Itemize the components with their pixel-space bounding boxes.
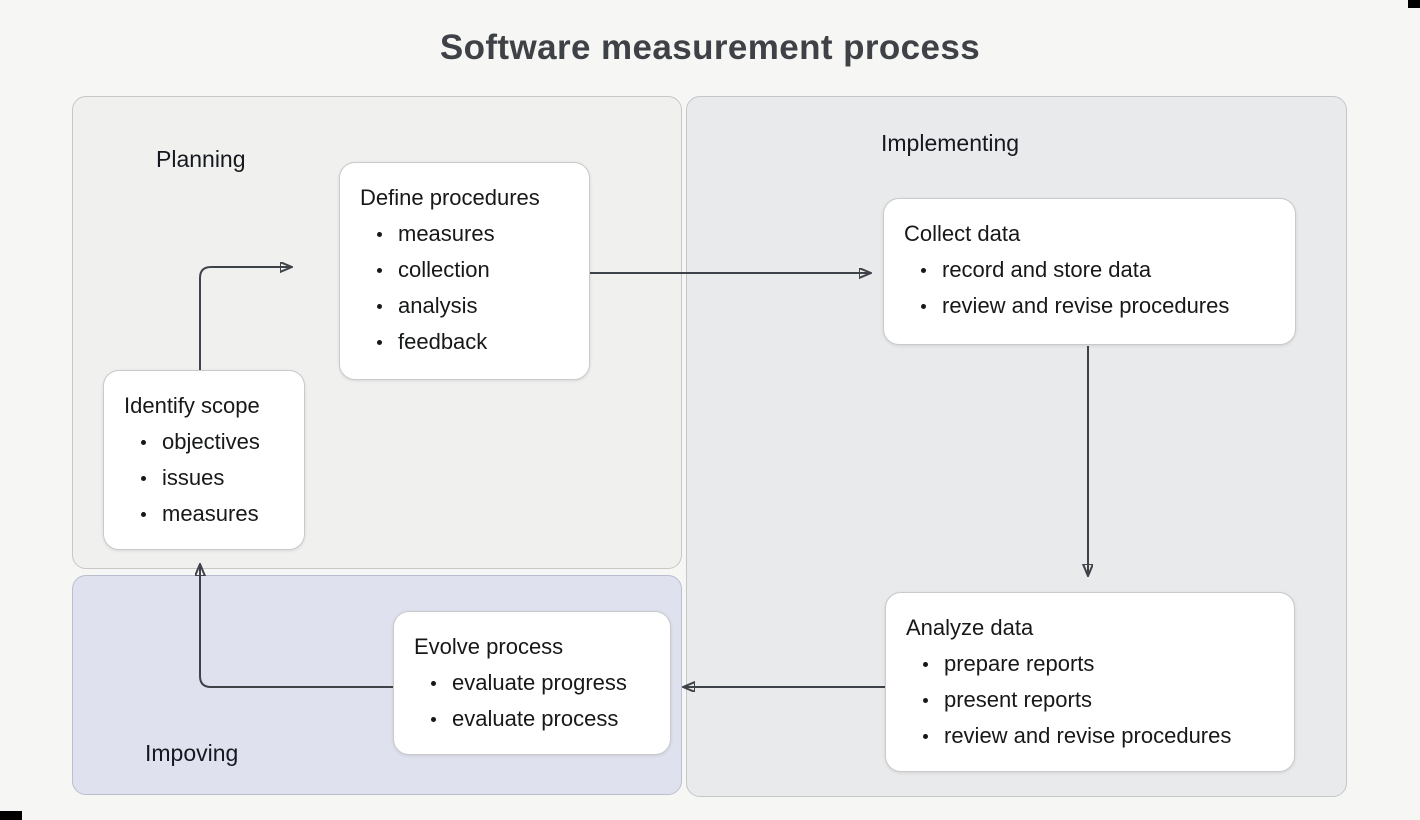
list-item: objectives (124, 424, 284, 460)
node-title: Collect data (904, 221, 1021, 246)
list-item: record and store data (904, 252, 1275, 288)
list-item-text: issues (162, 465, 225, 490)
node-collect-data[interactable]: Collect data record and store data revie… (883, 198, 1296, 345)
list-item-text: evaluate progress (452, 670, 627, 695)
bullet-dot-icon (377, 231, 382, 237)
list-item: review and revise procedures (906, 718, 1274, 754)
bullet-dot-icon (377, 267, 382, 273)
list-item: present reports (906, 682, 1274, 718)
node-identify-scope[interactable]: Identify scope objectives issues measure… (103, 370, 305, 550)
bullet-dot-icon (923, 733, 928, 739)
node-title: Evolve process (414, 634, 564, 659)
list-item-text: evaluate process (452, 706, 619, 731)
node-list: evaluate progress evaluate process (414, 665, 650, 737)
list-item-text: feedback (398, 329, 488, 354)
list-item-text: review and revise procedures (942, 293, 1230, 318)
list-item-text: prepare reports (944, 651, 1095, 676)
region-improving-label: Impoving (145, 740, 239, 766)
list-item-text: present reports (944, 687, 1092, 712)
list-item-text: measures (398, 221, 495, 246)
bullet-dot-icon (921, 267, 926, 273)
list-item: collection (360, 252, 569, 288)
node-define-procedures[interactable]: Define procedures measures collection an… (339, 162, 590, 380)
node-analyze-data[interactable]: Analyze data prepare reports present rep… (885, 592, 1295, 772)
node-title: Identify scope (124, 393, 260, 418)
node-title: Analyze data (906, 615, 1034, 640)
bullet-dot-icon (141, 511, 146, 517)
list-item: analysis (360, 288, 569, 324)
node-title: Define procedures (360, 185, 540, 210)
list-item-text: objectives (162, 429, 260, 454)
bullet-dot-icon (923, 697, 928, 703)
list-item-text: collection (398, 257, 490, 282)
region-planning-label: Planning (156, 146, 246, 172)
page-title: Software measurement process (439, 28, 981, 67)
bullet-dot-icon (431, 716, 436, 722)
list-item: measures (124, 496, 284, 532)
node-evolve-process[interactable]: Evolve process evaluate progress evaluat… (393, 611, 671, 755)
node-list: prepare reports present reports review a… (906, 646, 1274, 754)
bullet-dot-icon (377, 339, 382, 345)
node-list: objectives issues measures (124, 424, 284, 532)
bullet-dot-icon (141, 439, 146, 445)
screen-artifact-top-right (1408, 0, 1420, 8)
list-item: review and revise procedures (904, 288, 1275, 324)
bullet-dot-icon (141, 475, 146, 481)
bullet-dot-icon (377, 303, 382, 309)
node-list: measures collection analysis feedback (360, 216, 569, 360)
list-item-text: record and store data (942, 257, 1152, 282)
bullet-dot-icon (431, 680, 436, 686)
bullet-dot-icon (921, 303, 926, 309)
node-list: record and store data review and revise … (904, 252, 1275, 324)
list-item-text: review and revise procedures (944, 723, 1232, 748)
bullet-dot-icon (923, 661, 928, 667)
list-item: feedback (360, 324, 569, 360)
list-item: evaluate progress (414, 665, 650, 701)
list-item: prepare reports (906, 646, 1274, 682)
region-implementing-label: Implementing (881, 130, 1020, 156)
list-item: measures (360, 216, 569, 252)
list-item-text: measures (162, 501, 259, 526)
screen-artifact-bottom-left (0, 811, 22, 820)
list-item-text: analysis (398, 293, 478, 318)
list-item: evaluate process (414, 701, 650, 737)
list-item: issues (124, 460, 284, 496)
